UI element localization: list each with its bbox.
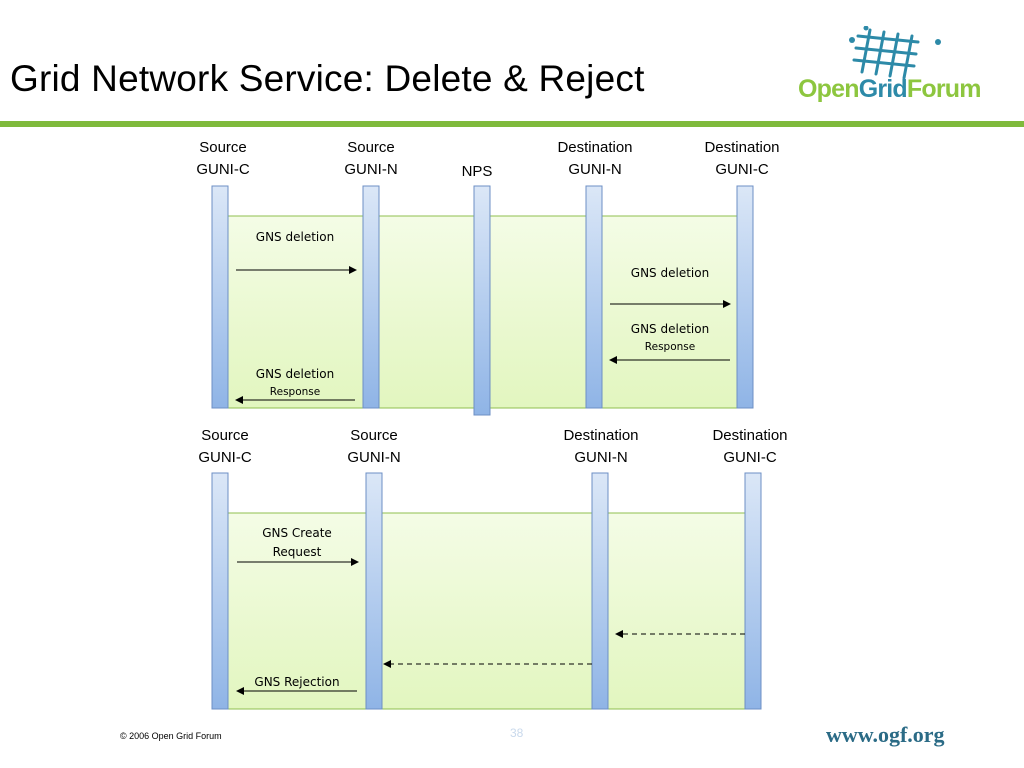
reject-participant-label: GUNI-N [347,449,400,466]
delete-participant-label: Source [199,139,247,156]
message-label: GNS deletion [256,230,334,244]
reject-lifeline-destination-guni-n [591,472,609,710]
ogf-url: www.ogf.org [826,722,945,747]
copyright-notice: © 2006 Open Grid Forum [120,731,222,741]
reject-lane-background [224,512,746,710]
slide-title: Grid Network Service: Delete & Reject [10,58,645,99]
ogf-grid-logo-icon [849,26,941,80]
page-number: 38 [510,726,524,740]
message-label: GNS deletion [631,322,709,336]
logo-forum: Forum [906,75,982,103]
reject-lifeline-source-guni-n [365,472,383,710]
logo-open: Open [798,75,859,103]
delete-participant-label: NPS [462,163,493,180]
message-label: GNS Create [262,526,332,540]
delete-participant-label: GUNI-N [344,161,397,178]
delete-participant-label: GUNI-C [196,161,249,178]
reject-participant-label: Destination [712,427,787,444]
header-divider [0,121,1024,127]
message-label: GNS deletion [631,266,709,280]
ogf-logo-wordmark: OpenGridForum [798,75,981,104]
message-label: GNS deletion [256,367,334,381]
message-label: Response [270,386,320,398]
message-label: GNS Rejection [254,675,339,689]
delete-lifeline-nps [473,185,491,416]
delete-participant-label: Source [347,139,395,156]
reject-participant-label: GUNI-C [198,449,251,466]
reject-participant-label: Source [350,427,398,444]
delete-lifeline-destination-guni-n [585,185,603,409]
delete-participant-label: Destination [557,139,632,156]
reject-participant-label: GUNI-N [574,449,627,466]
delete-participant-label: Destination [704,139,779,156]
reject-participant-label: Destination [563,427,638,444]
delete-lifeline-destination-guni-c [736,185,754,409]
delete-lifeline-source-guni-c [211,185,229,409]
reject-participant-label: GUNI-C [723,449,776,466]
delete-lifeline-source-guni-n [362,185,380,409]
logo-grid: Grid [858,75,908,103]
delete-participant-label: GUNI-N [568,161,621,178]
reject-participant-label: Source [201,427,249,444]
message-label: Request [273,545,322,559]
reject-lifeline-destination-guni-c [744,472,762,710]
delete-participant-label: GUNI-C [715,161,768,178]
message-label: Response [645,341,695,353]
reject-lifeline-source-guni-c [211,472,229,710]
